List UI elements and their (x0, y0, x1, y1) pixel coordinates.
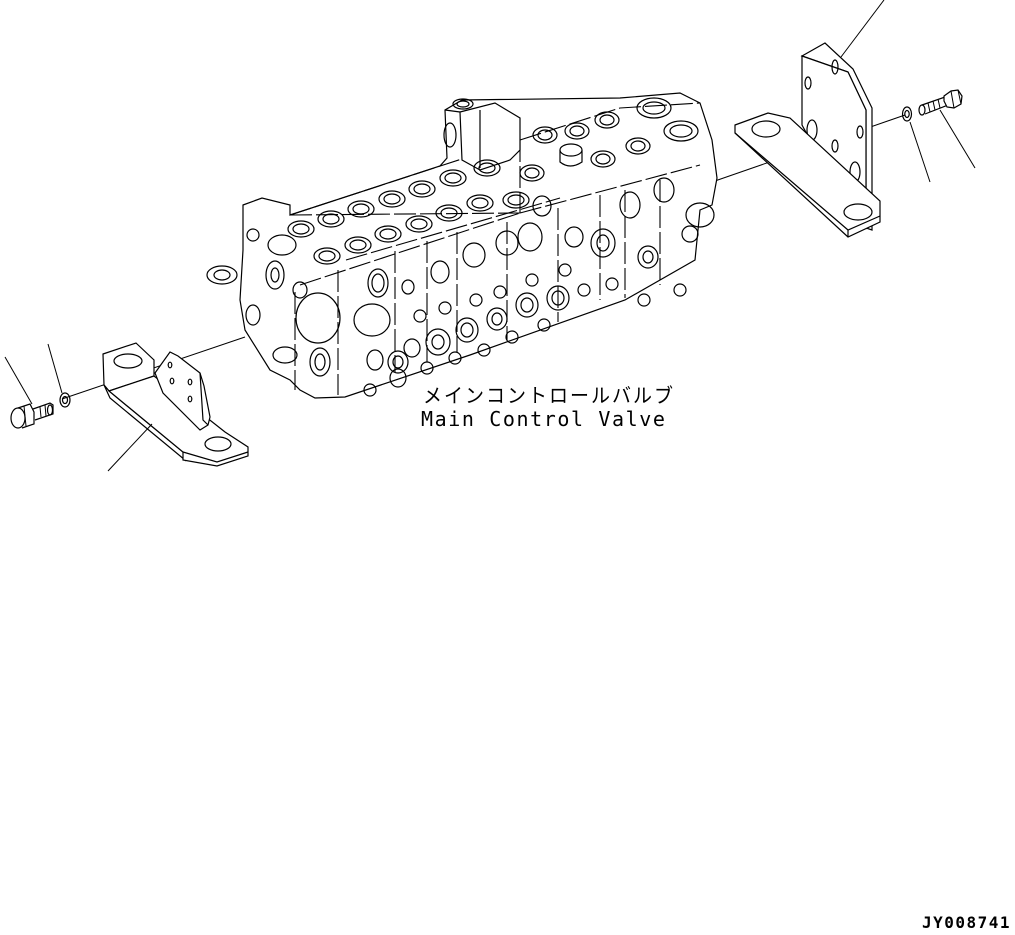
left-bracket-leader (107, 423, 153, 472)
left-bolt (10, 402, 54, 429)
right-washer-leader (909, 121, 931, 183)
left-washer-leader (47, 343, 63, 394)
left-washer (59, 392, 71, 408)
right-bracket (734, 42, 881, 238)
main-control-valve (206, 92, 718, 399)
left-bolt-leader (4, 356, 33, 405)
valve-label-japanese: メインコントロールバルブ (423, 384, 676, 408)
front-fittings (353, 177, 715, 397)
right-washer (901, 106, 913, 122)
right-bracket-leader (840, 0, 885, 58)
left-bracket (102, 342, 249, 467)
valve-label-english: Main Control Valve (421, 407, 667, 431)
figure-id: JY008741 (922, 913, 1012, 932)
top-ports (287, 97, 699, 265)
right-bolt (918, 89, 963, 116)
right-bolt-leader (939, 109, 976, 169)
